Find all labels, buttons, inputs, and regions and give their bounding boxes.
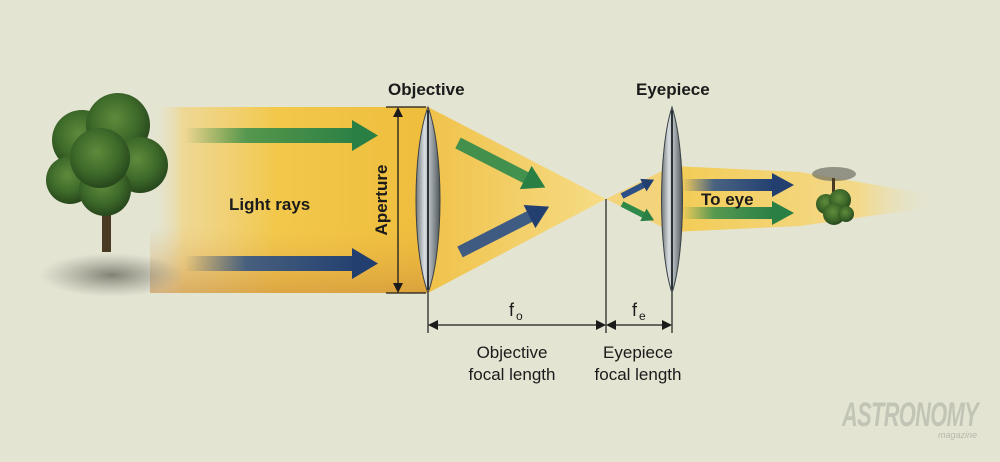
outgoing-green-arrow [682,201,794,225]
eyepiece-focal-length-line2: focal length [595,365,682,384]
fo-symbol: f o [509,300,523,323]
logo-tagline: magazine [938,430,977,440]
converging-blue-arrow [457,205,550,258]
aperture-dimension [386,106,426,294]
incoming-blue-arrow [185,248,378,279]
light-rays-label: Light rays [229,195,310,214]
fo-symbol-f: f [509,300,515,320]
objective-focal-length-line1: Objective [477,343,548,362]
objective-focal-length-line2: focal length [469,365,556,384]
fo-symbol-sub: o [516,309,523,323]
fe-symbol-sub: e [639,309,646,323]
aperture-label: Aperture [372,165,391,236]
eyepiece-label: Eyepiece [636,80,710,99]
eyepiece-lens [661,105,683,295]
objective-lens [415,105,441,295]
converging-green-arrow [455,137,546,190]
fe-symbol: f e [632,300,646,323]
outgoing-blue-arrow [682,173,794,197]
image-tree-icon [812,167,856,225]
tree-icon [40,93,184,297]
diverging-green-arrow [620,201,655,222]
to-eye-label: To eye [701,190,754,209]
objective-focal-dimension [428,320,606,330]
diverging-cone [606,166,672,232]
fe-symbol-f: f [632,300,638,320]
logo-name: ASTRONOMY [841,396,980,434]
diverging-blue-arrow [620,178,655,199]
eyepiece-focal-length-line1: Eyepiece [603,343,673,362]
incoming-green-arrow [185,120,378,151]
eyepiece-focal-dimension [606,320,672,330]
astronomy-logo: ASTRONOMY magazine [841,396,981,440]
converging-cone [428,107,606,293]
objective-label: Objective [388,80,465,99]
